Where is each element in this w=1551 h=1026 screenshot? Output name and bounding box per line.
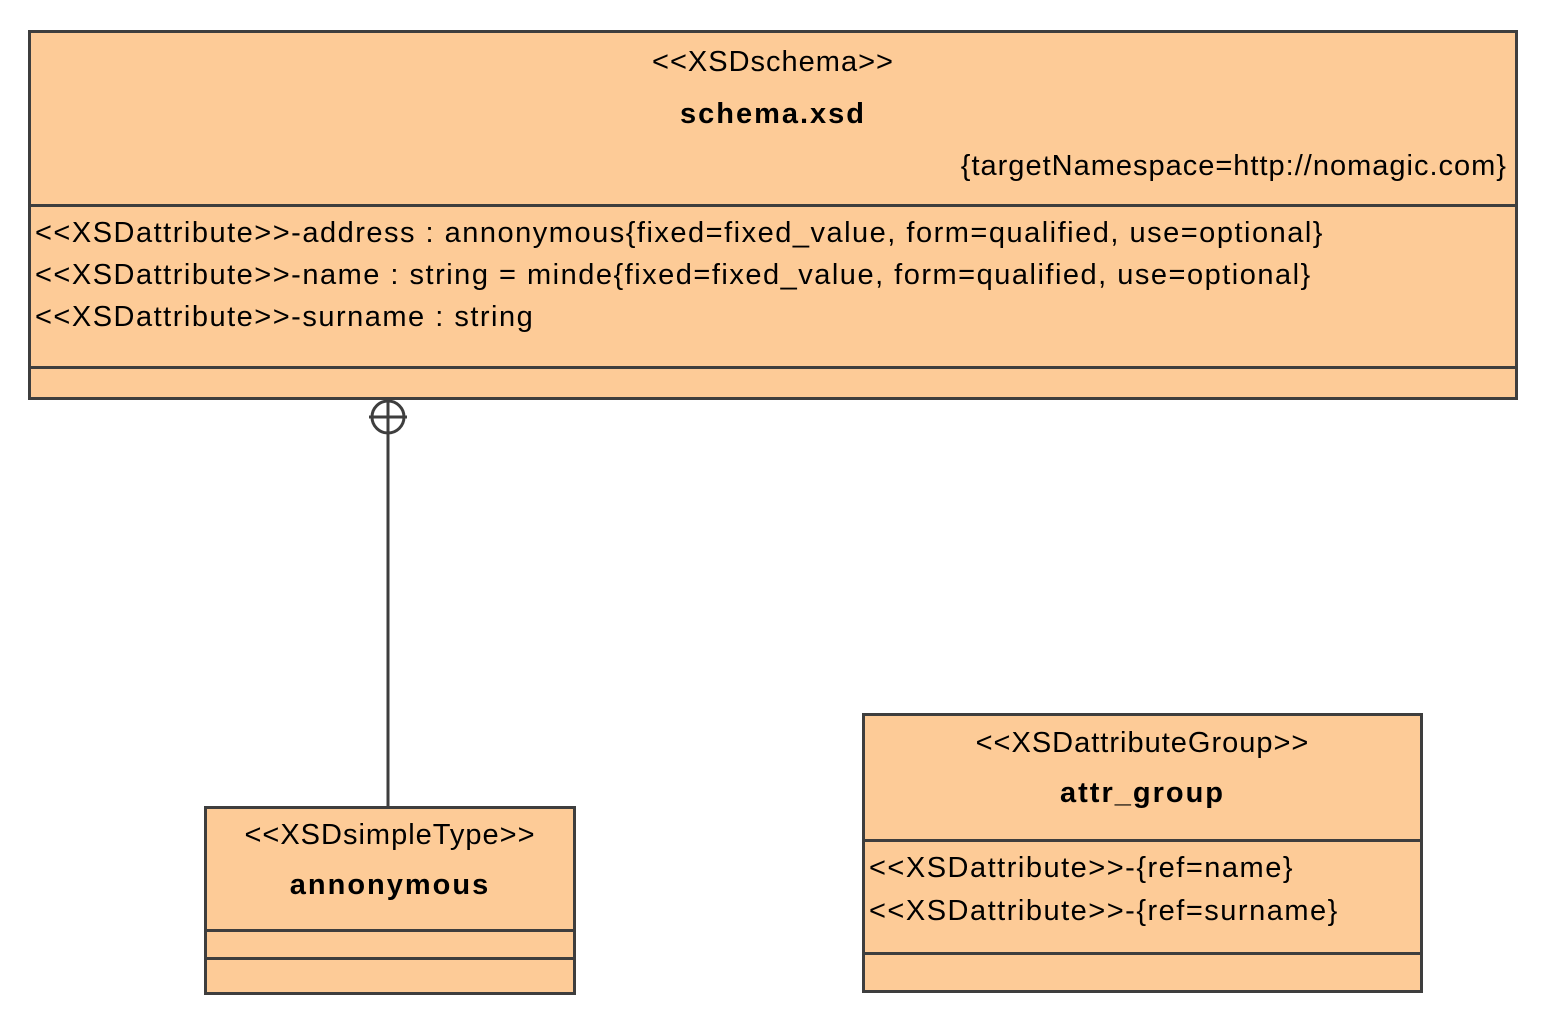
schema-attributes-compartment: <<XSDattribute>>-address : annonymous{fi… [31, 207, 1515, 369]
schema-stereotype-label: <<XSDschema>> [652, 46, 894, 78]
schema-name-label: schema.xsd [679, 98, 867, 130]
attr-group-stereotype-label: <<XSDattributeGroup>> [975, 727, 1310, 759]
annonymous-name-label: annonymous [289, 869, 491, 901]
schema-targetnamespace-label: {targetNamespace=http://nomagic.com} [960, 150, 1507, 182]
attr-group-attributes-compartment: <<XSDattribute>>-{ref=name} <<XSDattribu… [865, 842, 1420, 955]
attr-group-header-compartment: <<XSDattributeGroup>> attr_group [865, 716, 1420, 842]
annonymous-header-compartment: <<XSDsimpleType>> annonymous [207, 809, 573, 932]
schema-operations-compartment [31, 369, 1515, 397]
schema-attribute-address: <<XSDattribute>>-address : annonymous{fi… [35, 217, 1324, 249]
class-node-annonymous[interactable]: <<XSDsimpleType>> annonymous [204, 806, 576, 995]
attr-group-attribute-ref-surname: <<XSDattribute>>-{ref=surname} [869, 895, 1339, 927]
schema-attribute-name: <<XSDattribute>>-name : string = minde{f… [35, 259, 1312, 291]
attr-group-name-label: attr_group [1060, 777, 1225, 809]
class-node-schema[interactable]: <<XSDschema>> schema.xsd {targetNamespac… [28, 30, 1518, 400]
attr-group-attribute-ref-name: <<XSDattribute>>-{ref=name} [869, 852, 1295, 884]
class-node-attr-group[interactable]: <<XSDattributeGroup>> attr_group <<XSDat… [862, 713, 1423, 993]
annonymous-attributes-compartment [207, 932, 573, 960]
annonymous-stereotype-label: <<XSDsimpleType>> [244, 819, 536, 851]
schema-header-compartment: <<XSDschema>> schema.xsd {targetNamespac… [31, 33, 1515, 207]
containment-circle-plus-icon [369, 399, 407, 435]
annonymous-operations-compartment [207, 960, 573, 992]
attr-group-operations-compartment [865, 955, 1420, 990]
schema-attribute-surname: <<XSDattribute>>-surname : string [35, 301, 535, 333]
